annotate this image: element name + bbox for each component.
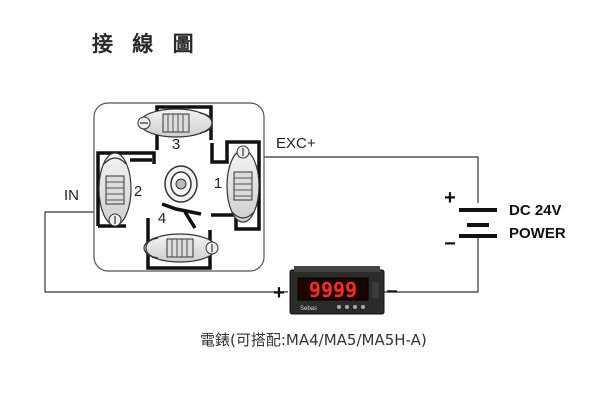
meter-button	[345, 305, 349, 309]
power-plus-sign: +	[444, 187, 456, 209]
wires	[44, 156, 479, 293]
meter-brand-logo: Sebas	[300, 306, 317, 312]
meter-display-digits: 9999	[309, 278, 357, 302]
battery-symbol	[459, 208, 497, 238]
panel-meter: 9999 Sebas	[289, 266, 385, 315]
center-coil-icon	[164, 165, 198, 203]
meter-button	[361, 305, 365, 309]
terminal-4-label: 4	[158, 210, 166, 227]
sensor-module: 3 1 2 4	[93, 102, 265, 272]
screw-icon-terminal-4	[143, 233, 219, 263]
terminal-1-label: 1	[214, 175, 222, 192]
wire-exc	[263, 156, 479, 203]
meter-plus-sign: +	[273, 282, 285, 304]
meter-button	[337, 305, 341, 309]
wire-in	[44, 211, 288, 293]
screw-icon-terminal-3	[137, 108, 213, 138]
exc-label: EXC+	[276, 135, 316, 152]
screw-icon-terminal-1	[226, 145, 260, 223]
screw-icon-terminal-2	[98, 152, 132, 227]
meter-minus-sign: −	[386, 281, 398, 303]
power-minus-sign: −	[444, 233, 456, 255]
terminal-3-label: 3	[172, 136, 180, 153]
meter-button	[353, 305, 357, 309]
power-voltage-label: DC 24V	[509, 202, 562, 219]
power-name-label: POWER	[509, 225, 566, 242]
diagram-title: 接 線 圖	[92, 32, 200, 56]
in-label: IN	[64, 187, 79, 204]
wire-power-negative	[384, 236, 479, 293]
terminal-2-label: 2	[134, 183, 142, 200]
meter-caption: 電錶(可搭配:MA4/MA5/MA5H-A)	[200, 331, 427, 349]
